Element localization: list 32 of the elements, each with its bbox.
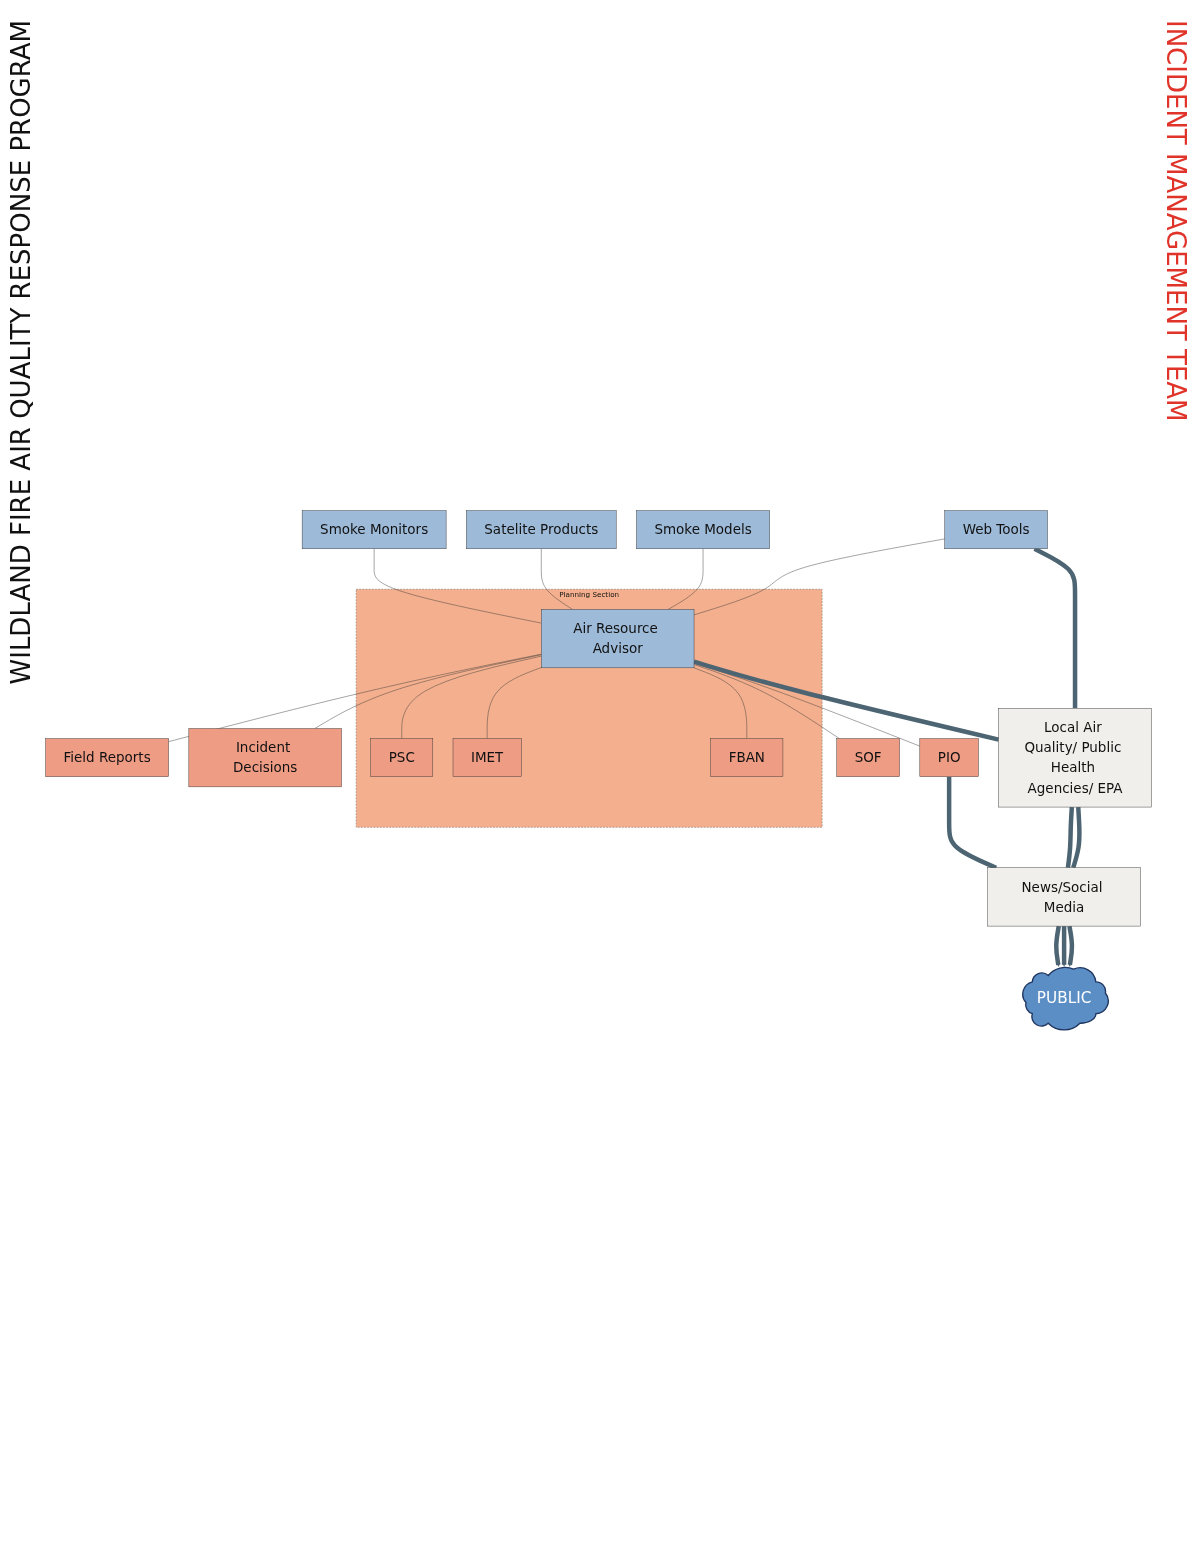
connector (693, 667, 748, 740)
node-box: Web Tools (944, 510, 1048, 550)
node-box: Air Resource Advisor (541, 609, 695, 669)
node-box: PSC (370, 738, 433, 778)
node-box: PIO (919, 738, 979, 778)
connector (693, 663, 921, 747)
connector (314, 654, 542, 729)
node-box: FBAN (710, 738, 784, 778)
node-box: Incident Decisions (188, 728, 342, 788)
node-box: Smoke Monitors (301, 510, 447, 550)
arrow (1067, 925, 1075, 967)
node-box: IMET (452, 738, 522, 778)
connector (401, 656, 542, 740)
connector (1065, 807, 1075, 869)
arrow (1054, 925, 1061, 967)
side-label: WILDLAND FIRE AIR QUALITY RESPONSE PROGRAM (5, 19, 37, 687)
connector (667, 548, 704, 610)
side-label: INCIDENT MANAGEMENT TEAM (1160, 19, 1192, 424)
node-box: Satelite Products (466, 510, 617, 550)
connector (693, 659, 1000, 742)
node-box: Field Reports (45, 738, 169, 778)
connector (486, 667, 542, 740)
connector (1071, 807, 1082, 869)
node-box: Local Air Quality/ Public Health Agencies/ EPA (998, 708, 1152, 808)
connector (541, 548, 573, 610)
node-box: News/Social Media (987, 867, 1141, 927)
connector (373, 548, 542, 624)
connector (693, 664, 840, 740)
node-box: Smoke Models (636, 510, 770, 550)
arrow (1061, 926, 1067, 967)
node-box: SOF (836, 738, 900, 778)
connector (168, 654, 542, 743)
